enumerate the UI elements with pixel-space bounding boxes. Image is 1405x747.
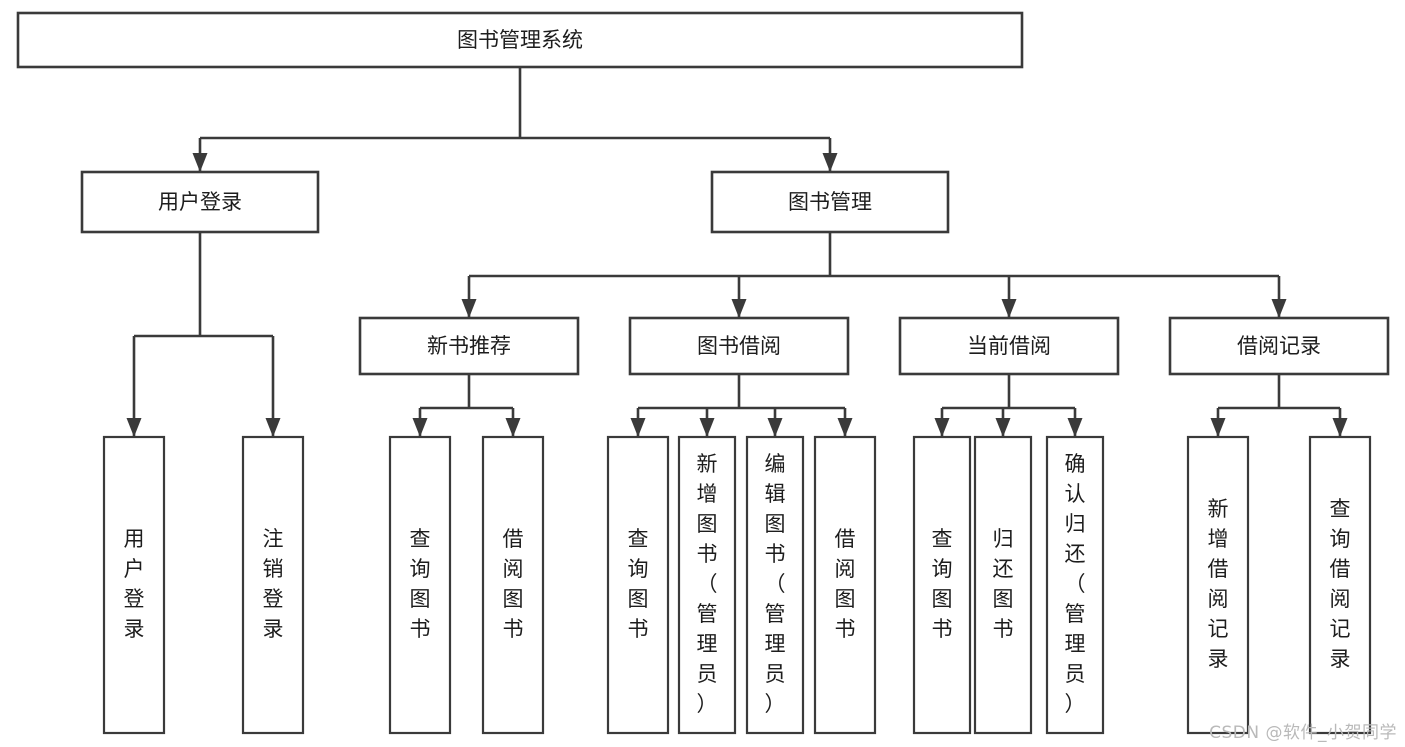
- node-label-root: 图书管理系统: [457, 28, 583, 52]
- node-l-borrow-book-1[interactable]: 借阅图书: [481, 435, 545, 735]
- node-box-l-edit-book: [745, 435, 805, 735]
- node-box-l-query-book-1: [388, 435, 452, 735]
- node-l-return-book[interactable]: 归还图书: [973, 435, 1033, 735]
- node-box-l-borrow-book-1: [481, 435, 545, 735]
- node-box-new-book-rec: [358, 316, 580, 376]
- node-label-l-query-book-2: 查询图书: [628, 527, 649, 641]
- node-box-user-login: [80, 170, 320, 234]
- node-label-l-confirm-return: 确认归还（管理员）: [1065, 452, 1086, 716]
- node-l-confirm-return[interactable]: 确认归还（管理员）: [1045, 435, 1105, 735]
- node-borrow-record[interactable]: 借阅记录: [1168, 316, 1390, 376]
- node-label-borrow-record: 借阅记录: [1237, 334, 1321, 358]
- arrow-head-book-borrow: [731, 299, 747, 318]
- node-label-book-borrow: 图书借阅: [697, 334, 781, 358]
- node-box-borrow-record: [1168, 316, 1390, 376]
- node-label-l-edit-book: 编辑图书（管理员）: [765, 452, 786, 716]
- arrow-head-borrow-record: [1271, 299, 1287, 318]
- node-label-current-borrow: 当前借阅: [967, 334, 1051, 358]
- node-label-l-query-record: 查询借阅记录: [1330, 497, 1351, 671]
- node-root[interactable]: 图书管理系统: [16, 11, 1024, 69]
- node-current-borrow[interactable]: 当前借阅: [898, 316, 1120, 376]
- node-box-l-add-record: [1186, 435, 1250, 735]
- arrow-head-new-book-rec: [461, 299, 477, 318]
- arrow-head-current-borrow: [1001, 299, 1017, 318]
- arrow-head-l-add-book: [699, 418, 715, 437]
- node-box-l-query-book-3: [912, 435, 972, 735]
- node-l-borrow-book-2[interactable]: 借阅图书: [813, 435, 877, 735]
- arrow-head-l-query-record: [1332, 418, 1348, 437]
- node-user-login[interactable]: 用户登录: [80, 170, 320, 234]
- node-label-l-borrow-book-2: 借阅图书: [835, 527, 856, 641]
- arrow-head-l-query-book-3: [934, 418, 950, 437]
- arrow-head-l-query-book-1: [412, 418, 428, 437]
- node-new-book-rec[interactable]: 新书推荐: [358, 316, 580, 376]
- node-label-l-return-book: 归还图书: [993, 527, 1014, 641]
- arrow-head-leaf-user-login: [126, 418, 142, 437]
- csdn-watermark: CSDN @软件_小贺同学: [1209, 723, 1397, 743]
- node-label-book-manage: 图书管理: [788, 190, 872, 214]
- connector-layer: [126, 67, 1348, 437]
- node-label-leaf-user-logout: 注销登录: [263, 527, 284, 641]
- node-l-query-book-3[interactable]: 查询图书: [912, 435, 972, 735]
- node-label-l-query-book-1: 查询图书: [410, 527, 431, 641]
- node-book-borrow[interactable]: 图书借阅: [628, 316, 850, 376]
- node-book-manage[interactable]: 图书管理: [710, 170, 950, 234]
- node-box-l-return-book: [973, 435, 1033, 735]
- node-box-l-add-book: [677, 435, 737, 735]
- node-l-edit-book[interactable]: 编辑图书（管理员）: [745, 435, 805, 735]
- node-box-current-borrow: [898, 316, 1120, 376]
- node-l-query-book-1[interactable]: 查询图书: [388, 435, 452, 735]
- node-label-leaf-user-login: 用户登录: [124, 527, 145, 641]
- arrow-head-book-manage: [822, 153, 838, 172]
- arrow-head-l-return-book: [995, 418, 1011, 437]
- node-l-add-record[interactable]: 新增借阅记录: [1186, 435, 1250, 735]
- arrow-head-l-query-book-2: [630, 418, 646, 437]
- arrow-head-l-edit-book: [767, 418, 783, 437]
- arrow-head-user-login: [192, 153, 208, 172]
- node-box-l-borrow-book-2: [813, 435, 877, 735]
- node-box-book-borrow: [628, 316, 850, 376]
- node-label-l-add-record: 新增借阅记录: [1208, 497, 1229, 671]
- node-layer: 图书管理系统用户登录图书管理新书推荐图书借阅当前借阅借阅记录用户登录注销登录查询…: [16, 11, 1390, 735]
- node-label-new-book-rec: 新书推荐: [427, 334, 511, 358]
- node-box-l-query-record: [1308, 435, 1372, 735]
- node-box-l-query-book-2: [606, 435, 670, 735]
- node-leaf-user-login[interactable]: 用户登录: [102, 435, 166, 735]
- node-leaf-user-logout[interactable]: 注销登录: [241, 435, 305, 735]
- node-l-query-record[interactable]: 查询借阅记录: [1308, 435, 1372, 735]
- arrow-head-leaf-user-logout: [265, 418, 281, 437]
- node-label-l-query-book-3: 查询图书: [932, 527, 953, 641]
- node-box-root: [16, 11, 1024, 69]
- arrow-head-l-borrow-book-2: [837, 418, 853, 437]
- node-label-l-add-book: 新增图书（管理员）: [697, 452, 718, 716]
- arrow-head-l-add-record: [1210, 418, 1226, 437]
- node-box-book-manage: [710, 170, 950, 234]
- node-label-user-login: 用户登录: [158, 190, 242, 214]
- node-box-l-confirm-return: [1045, 435, 1105, 735]
- node-l-add-book[interactable]: 新增图书（管理员）: [677, 435, 737, 735]
- node-l-query-book-2[interactable]: 查询图书: [606, 435, 670, 735]
- node-label-l-borrow-book-1: 借阅图书: [503, 527, 524, 641]
- arrow-head-l-confirm-return: [1067, 418, 1083, 437]
- node-box-leaf-user-logout: [241, 435, 305, 735]
- arrow-head-l-borrow-book-1: [505, 418, 521, 437]
- node-box-leaf-user-login: [102, 435, 166, 735]
